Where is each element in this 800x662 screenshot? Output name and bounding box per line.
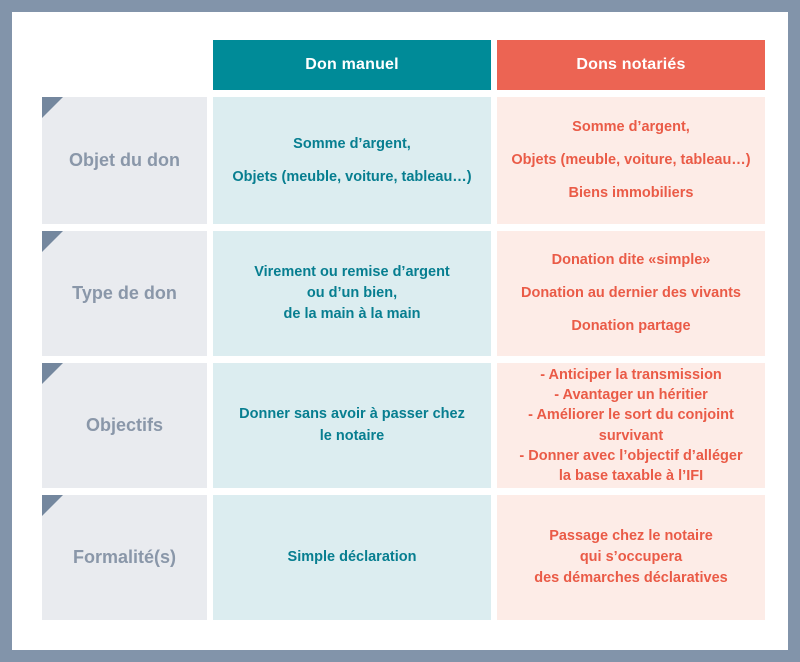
column-header-don-manuel: Don manuel bbox=[213, 40, 491, 90]
row-label-type-de-don: Type de don bbox=[42, 231, 207, 356]
text-line: ou d’un bien, bbox=[306, 284, 398, 301]
text-line: Donation partage bbox=[571, 317, 691, 334]
text-line: Donner sans avoir à passer chez bbox=[239, 406, 465, 423]
text-line: Passage chez le notaire bbox=[549, 527, 713, 544]
text-line: la base taxable à l’IFI bbox=[558, 468, 704, 485]
cell-type-don-manuel: Virement ou remise d’argent ou d’un bien… bbox=[213, 231, 491, 356]
column-header-dons-notaries: Dons notariés bbox=[497, 40, 765, 90]
folded-corner-icon bbox=[42, 363, 63, 384]
folded-corner-icon bbox=[42, 231, 63, 252]
cell-objectifs-don-manuel: Donner sans avoir à passer chez le notai… bbox=[213, 363, 491, 488]
text-line: de la main à la main bbox=[283, 306, 421, 322]
text-line: Biens immobiliers bbox=[568, 184, 694, 201]
row-label: Type de don bbox=[72, 283, 177, 303]
text-line: survivant bbox=[598, 427, 664, 444]
column-header-label: Don manuel bbox=[305, 56, 399, 73]
text-line: des démarches déclaratives bbox=[534, 570, 728, 586]
text-line: Objets (meuble, voiture, tableau…) bbox=[232, 168, 472, 185]
text-line: qui s’occupera bbox=[579, 548, 683, 565]
comparison-table: Don manuel Dons notariés Objet du don So… bbox=[42, 40, 765, 620]
column-header-label: Dons notariés bbox=[576, 56, 686, 73]
cell-objet-don-manuel: Somme d’argent, Objets (meuble, voiture,… bbox=[213, 97, 491, 224]
row-label-objectifs: Objectifs bbox=[42, 363, 207, 488]
cell-objectifs-dons-notaries: - Anticiper la transmission - Avantager … bbox=[497, 363, 765, 488]
text-line: Donation dite «simple» bbox=[551, 252, 711, 269]
cell-formalites-don-manuel: Simple déclaration bbox=[213, 495, 491, 620]
text-line: - Améliorer le sort du conjoint bbox=[528, 407, 734, 424]
text-line: Somme d’argent, bbox=[293, 135, 411, 152]
text-line: Donation au dernier des vivants bbox=[521, 285, 741, 302]
cell-objet-dons-notaries: Somme d’argent, Objets (meuble, voiture,… bbox=[497, 97, 765, 224]
page-canvas: Don manuel Dons notariés Objet du don So… bbox=[12, 12, 788, 650]
text-line: - Avantager un héritier bbox=[554, 386, 708, 403]
cell-type-dons-notaries: Donation dite «simple» Donation au derni… bbox=[497, 231, 765, 356]
cell-formalites-dons-notaries: Passage chez le notaire qui s’occupera d… bbox=[497, 495, 765, 620]
text-line: - Anticiper la transmission bbox=[540, 366, 722, 383]
row-label-formalites: Formalité(s) bbox=[42, 495, 207, 620]
row-label: Objet du don bbox=[69, 150, 180, 170]
text-line: Virement ou remise d’argent bbox=[254, 263, 450, 280]
row-label-objet-du-don: Objet du don bbox=[42, 97, 207, 224]
folded-corner-icon bbox=[42, 495, 63, 516]
row-label: Formalité(s) bbox=[72, 547, 177, 567]
text-line: Objets (meuble, voiture, tableau…) bbox=[511, 152, 751, 169]
text-line: le notaire bbox=[319, 427, 385, 444]
text-line: - Donner avec l’objectif d’alléger bbox=[519, 447, 743, 464]
folded-corner-icon bbox=[42, 97, 63, 118]
row-label: Objectifs bbox=[85, 415, 164, 435]
text-line: Somme d’argent, bbox=[572, 119, 690, 136]
text-line: Simple déclaration bbox=[287, 548, 417, 565]
corner-spacer bbox=[42, 40, 207, 90]
